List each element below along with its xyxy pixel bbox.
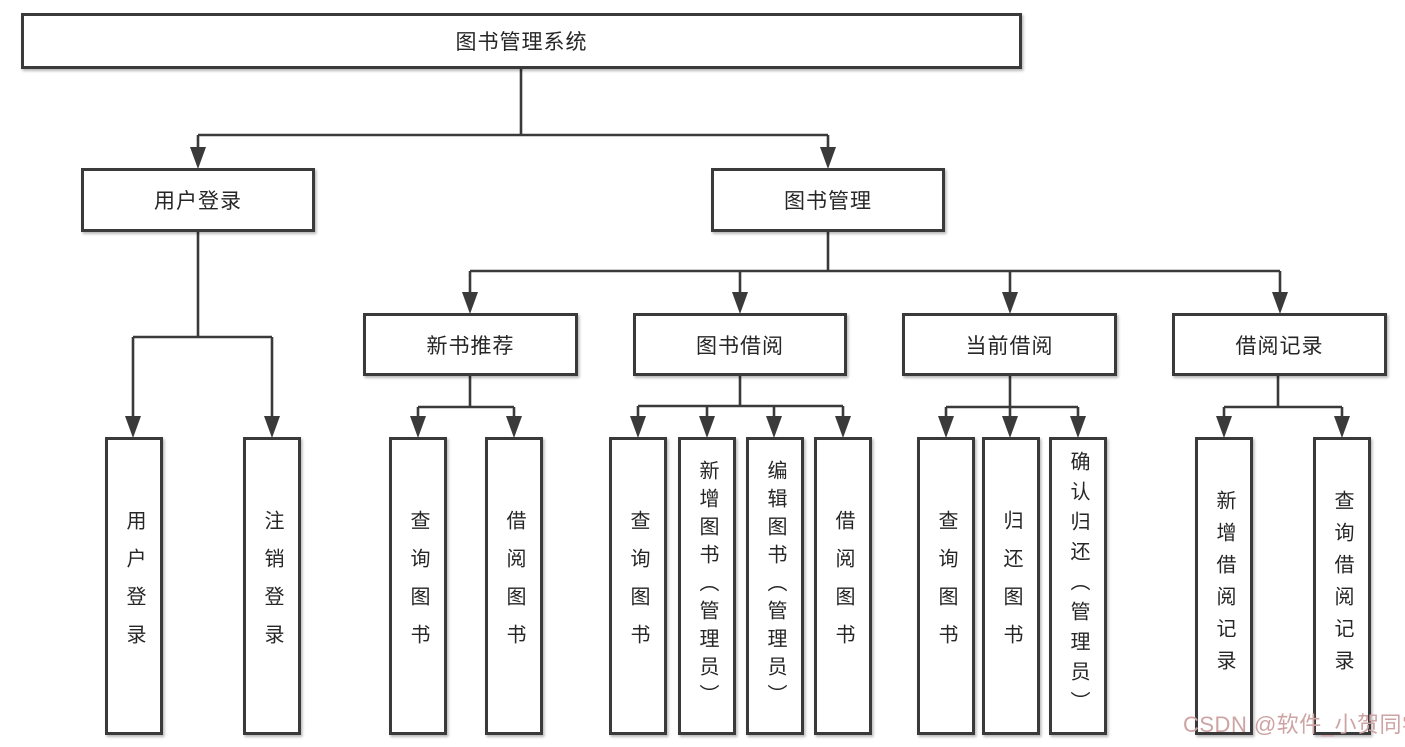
node-book-borrow: 图书借阅 <box>633 313 847 376</box>
arrowhead-cb-confirm-return <box>1070 416 1086 438</box>
leaf-bb-add-books-admin-label: 新增图书（管理员） <box>696 460 718 712</box>
edge-user-login-fork <box>131 232 274 420</box>
leaf-logout-label: 注销登录 <box>261 510 283 662</box>
leaf-nbr-query-books-label: 查询图书 <box>407 510 429 662</box>
leaf-bb-borrow-books-label: 借阅图书 <box>832 510 854 662</box>
leaf-logout: 注销登录 <box>243 437 301 735</box>
edge-borrow-records-fork <box>1222 376 1344 420</box>
leaf-nbr-borrow-books: 借阅图书 <box>485 437 543 735</box>
leaf-br-add-record-label: 新增借阅记录 <box>1213 490 1235 682</box>
edge-book-borrow-fork <box>636 376 845 420</box>
leaf-br-add-record: 新增借阅记录 <box>1195 437 1253 735</box>
arrowhead-bb-query-books <box>630 416 646 438</box>
arrowhead-book-borrow <box>732 292 748 314</box>
node-current-borrow-label: 当前借阅 <box>965 334 1054 358</box>
leaf-nbr-query-books: 查询图书 <box>389 437 447 735</box>
arrowhead-leaf-logout <box>264 416 280 438</box>
leaf-bb-edit-books-admin: 编辑图书（管理员） <box>746 437 804 735</box>
arrowhead-br-add-record <box>1216 416 1232 438</box>
arrowhead-current-borrow <box>1002 292 1018 314</box>
node-new-book-recommend-label: 新书推荐 <box>426 334 515 358</box>
edge-book-management-fork <box>468 232 1282 295</box>
arrowhead-bb-borrow-books <box>835 416 851 438</box>
leaf-cb-confirm-return-admin: 确认归还（管理员） <box>1049 437 1107 735</box>
node-user-login: 用户登录 <box>81 168 315 232</box>
edge-new-book-recommend-fork <box>416 376 516 420</box>
arrowhead-cb-return-books <box>1002 416 1018 438</box>
edge-root-fork <box>196 69 830 150</box>
arrowhead-leaf-user-login <box>125 416 141 438</box>
leaf-bb-borrow-books: 借阅图书 <box>814 437 872 735</box>
arrowhead-br-query-record <box>1334 416 1350 438</box>
node-current-borrow: 当前借阅 <box>902 313 1117 376</box>
leaf-bb-add-books-admin: 新增图书（管理员） <box>678 437 736 735</box>
node-root: 图书管理系统 <box>21 13 1022 69</box>
leaf-bb-query-books: 查询图书 <box>609 437 667 735</box>
leaf-br-query-record-label: 查询借阅记录 <box>1331 490 1353 682</box>
arrowhead-borrow-records <box>1272 292 1288 314</box>
leaf-br-query-record: 查询借阅记录 <box>1313 437 1371 735</box>
node-user-login-label: 用户登录 <box>154 190 242 213</box>
arrowhead-user-login <box>190 147 206 169</box>
node-book-management: 图书管理 <box>711 168 945 232</box>
csdn-watermark: CSDN @软件_小贺同学 <box>1183 712 1405 737</box>
arrowhead-bb-add-books <box>699 416 715 438</box>
leaf-cb-query-books-label: 查询图书 <box>935 510 957 662</box>
arrowhead-new-book-recommend <box>462 292 478 314</box>
arrowhead-bb-edit-books <box>766 416 782 438</box>
node-root-label: 图书管理系统 <box>455 31 588 54</box>
leaf-cb-query-books: 查询图书 <box>917 437 975 735</box>
leaf-cb-return-books-label: 归还图书 <box>1000 510 1022 662</box>
leaf-cb-confirm-return-admin-label: 确认归还（管理员） <box>1067 451 1089 721</box>
edge-current-borrow-fork <box>944 376 1080 420</box>
leaf-bb-edit-books-admin-label: 编辑图书（管理员） <box>764 460 786 712</box>
node-book-borrow-label: 图书借阅 <box>696 334 784 358</box>
node-new-book-recommend: 新书推荐 <box>363 313 578 376</box>
arrowhead-nbr-borrow-books <box>506 416 522 438</box>
leaf-user-login-label: 用户登录 <box>123 510 145 662</box>
arrowhead-cb-query-books <box>938 416 954 438</box>
node-borrow-records-label: 借阅记录 <box>1235 334 1324 358</box>
leaf-bb-query-books-label: 查询图书 <box>627 510 649 662</box>
node-book-management-label: 图书管理 <box>784 190 872 213</box>
arrowhead-nbr-query-books <box>410 416 426 438</box>
leaf-user-login: 用户登录 <box>105 437 163 735</box>
leaf-nbr-borrow-books-label: 借阅图书 <box>503 510 525 662</box>
arrowhead-book-management <box>820 147 836 169</box>
leaf-cb-return-books: 归还图书 <box>982 437 1040 735</box>
node-borrow-records: 借阅记录 <box>1172 313 1387 376</box>
